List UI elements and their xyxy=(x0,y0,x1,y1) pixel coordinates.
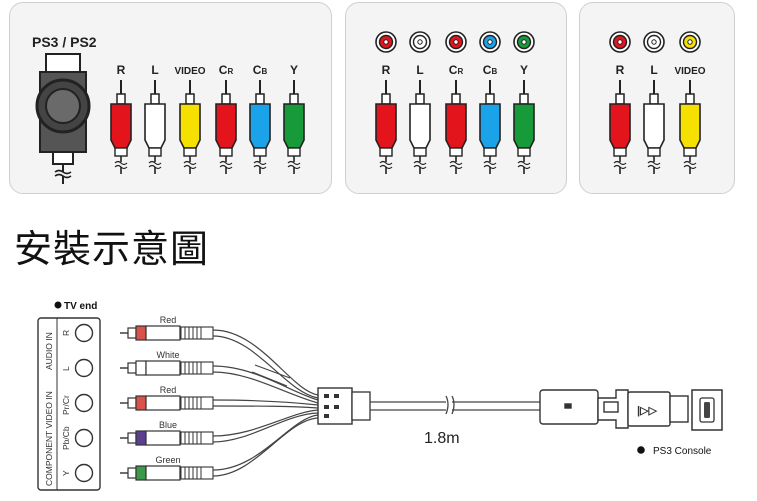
plug-label: CB xyxy=(253,63,268,77)
cable-color-label: Red xyxy=(160,385,177,395)
rca-jack-icon xyxy=(513,31,535,53)
main-cable xyxy=(370,395,540,415)
cable-color-label: Blue xyxy=(159,420,177,430)
tv-end-bullet xyxy=(54,301,62,309)
plug-label: VIDEO xyxy=(174,66,205,77)
ps3-console-label: PS3 Console xyxy=(653,446,712,457)
rca-plug-icon xyxy=(409,80,431,174)
tv-input-port: Pr/Cr xyxy=(61,393,94,415)
rca-plug-icon xyxy=(283,80,305,174)
plug-label: Y xyxy=(290,63,298,77)
tv-input-port: Y xyxy=(61,463,94,483)
rca-jack-icon xyxy=(679,31,701,53)
plug-label: R xyxy=(382,63,391,77)
ps-logo-icon: |▷▷ xyxy=(637,405,658,417)
cable-color-label: Red xyxy=(160,315,177,325)
rca-cable-plug xyxy=(120,395,214,411)
rca-cable-plug xyxy=(120,325,214,341)
plug-label: CB xyxy=(483,63,498,77)
cable-bundle xyxy=(212,329,319,477)
svg-text:|▷▷: |▷▷ xyxy=(637,405,658,417)
rca-plug-icon xyxy=(643,80,665,174)
plug-label: CR xyxy=(219,63,234,77)
install-diagram-title: 安裝示意圖 xyxy=(14,227,210,271)
tv-input-port: R xyxy=(61,323,94,343)
rca-jack-icon xyxy=(375,31,397,53)
rca-jack-icon xyxy=(479,31,501,53)
tv-input-port: Pb/Cb xyxy=(61,426,94,450)
rca-plug-icon xyxy=(249,80,271,174)
rca-jack-icon xyxy=(409,31,431,53)
plug-label: L xyxy=(151,63,158,77)
port-label: Pb/Cb xyxy=(61,426,71,450)
rca-jack-icon xyxy=(445,31,467,53)
rca-plug-icon xyxy=(179,80,201,174)
rca-plug-icon xyxy=(513,80,535,174)
rca-plug-icon xyxy=(110,80,132,174)
cable-splitter xyxy=(317,387,371,425)
rca-plug-icon xyxy=(215,80,237,174)
port-label: Pr/Cr xyxy=(61,395,71,415)
port-label: L xyxy=(61,366,71,371)
audio-in-label: AUDIO IN xyxy=(44,332,54,370)
port-label: Y xyxy=(61,470,71,476)
rca-plug-icon xyxy=(144,80,166,174)
rca-plug-icon xyxy=(375,80,397,174)
plug-label: CR xyxy=(449,63,464,77)
rca-plug-icon xyxy=(479,80,501,174)
rca-plug-icon xyxy=(679,80,701,174)
port-label: R xyxy=(61,330,71,336)
plug-label: R xyxy=(616,63,625,77)
rca-cable-plug xyxy=(120,465,214,481)
tv-end-label: TV end xyxy=(64,301,97,312)
rca-plug-icon xyxy=(609,80,631,174)
tv-input-port: L xyxy=(61,358,94,378)
component-video-in-label: COMPONENT VIDEO IN xyxy=(44,391,54,486)
cable-color-label: Green xyxy=(155,455,180,465)
plug-label: L xyxy=(416,63,423,77)
plug-label: R xyxy=(117,63,126,77)
cable-color-label: White xyxy=(156,350,179,360)
cable-length-label: 1.8m xyxy=(424,430,460,447)
console-bullet xyxy=(637,446,645,454)
ps-av-multi-connector-icon xyxy=(35,53,91,184)
plug-label: VIDEO xyxy=(674,66,705,77)
rca-jack-icon xyxy=(643,31,665,53)
ps3-av-plug xyxy=(539,389,689,429)
panel-heading: PS3 / PS2 xyxy=(32,34,97,50)
rca-cable-plug xyxy=(120,360,214,376)
plug-label: Y xyxy=(520,63,528,77)
rca-plug-icon xyxy=(445,80,467,174)
rca-cable-plug xyxy=(120,430,214,446)
ps3-console-port xyxy=(691,389,723,431)
rca-jack-icon xyxy=(609,31,631,53)
plug-label: L xyxy=(650,63,657,77)
